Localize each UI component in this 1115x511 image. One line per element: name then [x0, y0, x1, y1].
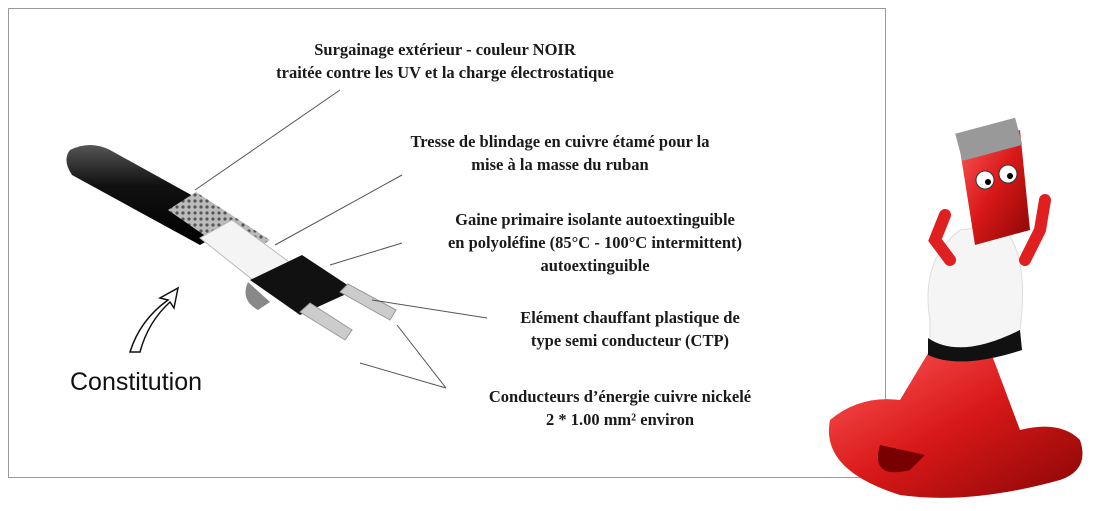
label-braid: Tresse de blindage en cuivre étamé pour … — [410, 132, 710, 174]
mascot — [828, 117, 1083, 498]
leader-lines — [194, 89, 488, 389]
diagram-frame — [8, 8, 886, 478]
curved-arrow-icon — [128, 286, 180, 353]
caption: Constitution — [70, 368, 203, 396]
heating-cable — [66, 145, 397, 341]
